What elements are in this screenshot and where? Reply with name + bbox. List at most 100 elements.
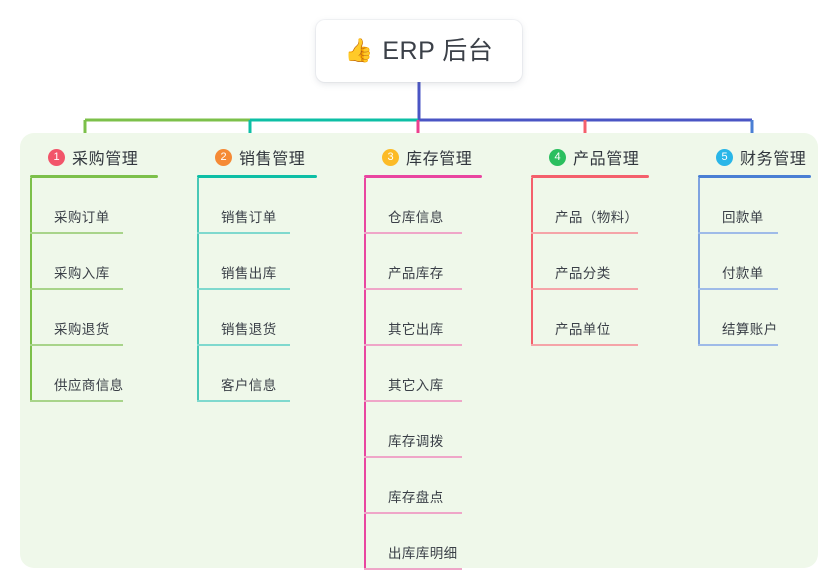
submenu-item[interactable]: 销售出库 — [197, 234, 357, 290]
submenu-spine-sales — [197, 178, 199, 402]
submenu-item-underline — [698, 288, 778, 290]
submenu-item-label: 产品（物料） — [555, 210, 639, 225]
module-badge-inventory: 3 — [382, 148, 399, 166]
submenu-item-label: 销售订单 — [221, 210, 277, 225]
submenu-item[interactable]: 出库库明细 — [364, 514, 524, 570]
submenu-item-label: 产品库存 — [388, 266, 444, 281]
submenu-item[interactable]: 其它出库 — [364, 290, 524, 346]
submenu-item[interactable]: 采购退货 — [30, 290, 190, 346]
submenu-item-label: 采购入库 — [54, 266, 110, 281]
module-badge-sales: 2 — [215, 148, 232, 166]
submenu-item[interactable]: 采购订单 — [30, 178, 190, 234]
submenu-item-underline — [30, 232, 123, 234]
submenu-list-inventory: 仓库信息产品库存其它出库其它入库库存调拨库存盘点出库库明细 — [364, 178, 524, 570]
submenu-item-underline — [197, 232, 290, 234]
submenu-item-label: 付款单 — [722, 266, 764, 281]
submenu-item-underline — [531, 344, 638, 346]
submenu-item-underline — [30, 400, 123, 402]
module-header-inventory[interactable]: 3 库存管理 — [364, 146, 524, 168]
submenu-item[interactable]: 产品（物料） — [531, 178, 691, 234]
submenu-spine-finance — [698, 178, 700, 346]
root-node-erp-backend[interactable]: 👍 ERP 后台 — [316, 20, 522, 82]
submenu-item-underline — [197, 344, 290, 346]
module-column-product: 4 产品管理产品（物料） 产品分类产品单位 — [531, 146, 691, 346]
submenu-item-label: 销售退货 — [221, 322, 277, 337]
submenu-item-underline — [364, 512, 462, 514]
submenu-item-underline — [197, 400, 290, 402]
submenu-item[interactable]: 库存盘点 — [364, 458, 524, 514]
module-header-sales[interactable]: 2 销售管理 — [197, 146, 357, 168]
submenu-item[interactable]: 产品单位 — [531, 290, 691, 346]
submenu-item-underline — [364, 568, 462, 570]
submenu-item[interactable]: 产品分类 — [531, 234, 691, 290]
submenu-item[interactable]: 回款单 — [698, 178, 839, 234]
submenu-item[interactable]: 付款单 — [698, 234, 839, 290]
submenu-item-underline — [364, 400, 462, 402]
submenu-item-label: 产品单位 — [555, 322, 611, 337]
submenu-item-label: 供应商信息 — [54, 378, 124, 393]
submenu-item[interactable]: 采购入库 — [30, 234, 190, 290]
module-title-inventory: 库存管理 — [406, 151, 473, 168]
module-badge-purchasing: 1 — [48, 148, 65, 166]
submenu-list-product: 产品（物料） 产品分类产品单位 — [531, 178, 691, 346]
submenu-item-label: 回款单 — [722, 210, 764, 225]
submenu-item[interactable]: 仓库信息 — [364, 178, 524, 234]
submenu-item-label: 库存调拨 — [388, 434, 444, 449]
module-underline-purchasing — [30, 175, 158, 178]
module-underline-sales — [197, 175, 317, 178]
submenu-spine-purchasing — [30, 178, 32, 402]
submenu-list-purchasing: 采购订单采购入库采购退货供应商信息 — [30, 178, 190, 402]
module-column-purchasing: 1 采购管理采购订单采购入库采购退货供应商信息 — [30, 146, 190, 402]
submenu-item-underline — [364, 232, 462, 234]
submenu-item-label: 其它入库 — [388, 378, 444, 393]
submenu-item-underline — [364, 288, 462, 290]
module-column-sales: 2 销售管理销售订单销售出库销售退货客户信息 — [197, 146, 357, 402]
submenu-item[interactable]: 销售退货 — [197, 290, 357, 346]
module-title-sales: 销售管理 — [239, 151, 306, 168]
submenu-item-underline — [30, 344, 123, 346]
submenu-item-label: 其它出库 — [388, 322, 444, 337]
submenu-item-underline — [197, 288, 290, 290]
submenu-item[interactable]: 销售订单 — [197, 178, 357, 234]
module-column-inventory: 3 库存管理仓库信息产品库存其它出库其它入库库存调拨库存盘点出库库明细 — [364, 146, 524, 570]
modules-panel — [20, 133, 818, 568]
submenu-item[interactable]: 产品库存 — [364, 234, 524, 290]
submenu-item[interactable]: 客户信息 — [197, 346, 357, 402]
submenu-item-label: 出库库明细 — [388, 546, 458, 561]
module-underline-finance — [698, 175, 811, 178]
submenu-item[interactable]: 供应商信息 — [30, 346, 190, 402]
module-badge-finance: 5 — [716, 148, 733, 166]
submenu-list-sales: 销售订单销售出库销售退货客户信息 — [197, 178, 357, 402]
thumbs-up-icon: 👍 — [344, 36, 374, 63]
submenu-spine-product — [531, 178, 533, 346]
submenu-item-underline — [364, 344, 462, 346]
submenu-item-underline — [698, 232, 778, 234]
submenu-item-underline — [531, 232, 638, 234]
module-header-product[interactable]: 4 产品管理 — [531, 146, 691, 168]
submenu-item-label: 库存盘点 — [388, 490, 444, 505]
submenu-item-label: 客户信息 — [221, 378, 277, 393]
submenu-item-label: 采购订单 — [54, 210, 110, 225]
submenu-item-label: 采购退货 — [54, 322, 110, 337]
submenu-spine-inventory — [364, 178, 366, 570]
submenu-item-label: 销售出库 — [221, 266, 277, 281]
root-node-title: ERP 后台 — [382, 36, 494, 65]
submenu-item-underline — [364, 456, 462, 458]
submenu-item[interactable]: 结算账户 — [698, 290, 839, 346]
module-title-purchasing: 采购管理 — [72, 151, 139, 168]
submenu-item-label: 仓库信息 — [388, 210, 444, 225]
module-underline-product — [531, 175, 649, 178]
module-header-purchasing[interactable]: 1 采购管理 — [30, 146, 190, 168]
module-underline-inventory — [364, 175, 482, 178]
submenu-item[interactable]: 其它入库 — [364, 346, 524, 402]
module-title-product: 产品管理 — [573, 151, 640, 168]
module-badge-product: 4 — [549, 148, 566, 166]
submenu-list-finance: 回款单付款单结算账户 — [698, 178, 839, 346]
submenu-item[interactable]: 库存调拨 — [364, 402, 524, 458]
submenu-item-label: 产品分类 — [555, 266, 611, 281]
submenu-item-underline — [30, 288, 123, 290]
submenu-item-underline — [698, 344, 778, 346]
